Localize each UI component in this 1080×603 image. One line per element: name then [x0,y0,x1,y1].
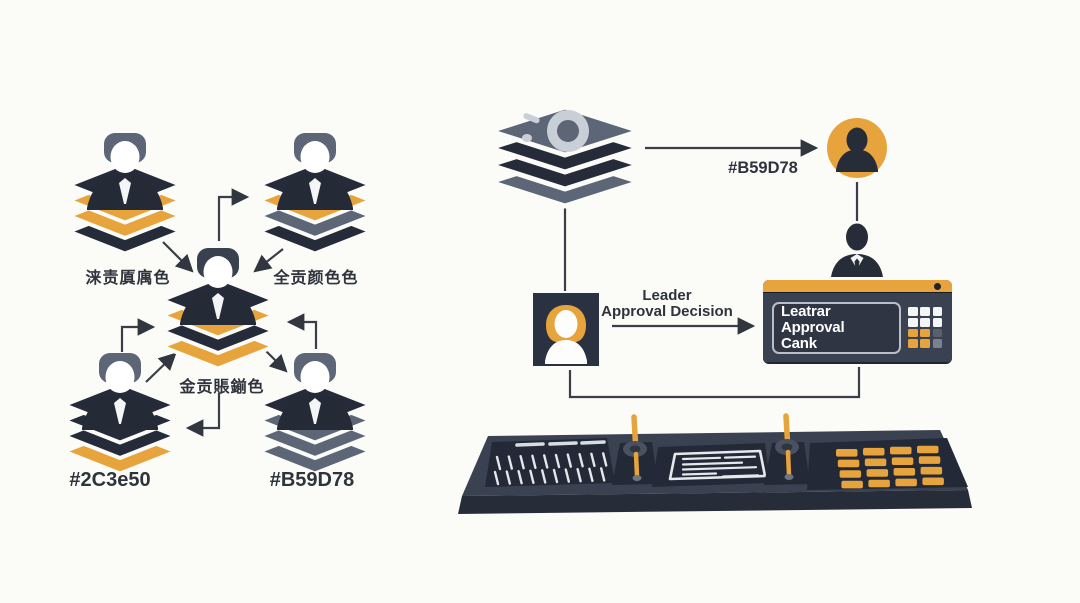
layer-stack-bottom-right [257,353,373,476]
panel-title-line1: Leatrar Approval [781,302,845,336]
layer-stack-center [160,248,276,371]
fader-dot-2 [784,474,794,480]
person-avatar-icon [277,133,353,210]
panel-title-line2: Cank [781,334,817,352]
node-label-hex-2c3e50: #2C3e50 [69,469,151,491]
pad-button [893,468,916,476]
pad-button [866,469,889,477]
panel-grid-cell [932,307,943,316]
panel-body: Leatrar Approval Cank [763,292,952,362]
node-label-top-left: 涞责厧庽色 [85,270,171,287]
pad-button [863,447,885,456]
leader-bust-icon [831,223,883,277]
panel-grid-cell [908,317,918,327]
layer-stack-bottom-left [62,353,178,476]
panel-button-grid [908,307,943,348]
pad-button [890,446,912,455]
decision-label-line2: Approval Decision [601,303,733,320]
pad-button [918,456,941,464]
requester-photo-tile [533,293,599,366]
node-label-center: 金贡賬鎆色 [179,379,265,396]
arrow-elbow-bottomright-to-center [286,313,318,349]
panel-grid-cell [932,328,943,338]
arrow-topleft-to-center [162,241,194,273]
console-screen-section [652,443,770,487]
pad-button [922,477,944,486]
decision-label-line1: Leader [642,287,692,304]
pad-button [868,479,890,488]
panel-grid-cell [920,307,930,316]
woman-avatar-icon [545,305,587,364]
pad-button [895,478,917,487]
panel-indicator-dot [934,283,941,290]
console-screen-frame [668,449,767,481]
pad-button [841,480,863,489]
fader-bank-dashes [515,440,606,447]
panel-grid-cell [932,339,943,348]
pad-button-grid [836,445,944,489]
arrow-center-to-bottomleft [185,393,221,437]
approver-avatar-circle [827,118,887,178]
ring-icon [547,110,589,152]
node-label-top-right: 全贡颜色色 [273,270,359,287]
pad-button [917,445,939,454]
panel-header-bar [763,280,952,292]
pad-button [839,470,862,478]
pad-button [864,458,887,467]
pad-button [891,457,914,465]
control-console [458,413,972,514]
person-avatar-icon [277,353,353,430]
pad-button [836,449,858,457]
fader-stick-1-lower [633,451,640,479]
panel-grid-cell [920,328,930,338]
fader-knob-2-center [781,443,793,451]
fader-dot-1 [632,475,642,481]
console-front-edge [458,490,972,514]
arrow-elbow-bottomleft-to-center [120,318,156,352]
arrow-hex-label: #B59D78 [728,159,798,177]
fader-knob-1-center [629,445,641,453]
fader-bank-ticks [493,452,608,486]
layer-stack-top-left [67,133,183,256]
panel-grid-cell [920,339,930,348]
fader-stick-2-lower [785,449,792,478]
ring-dash-icon [523,113,540,124]
approval-panel: Leatrar Approval Cank [763,280,952,364]
console-fader-bank [485,438,615,487]
panel-grid-cell [908,328,918,338]
node-label-hex-b59d78: #B59D78 [269,469,355,491]
arrow-topright-to-center [253,248,284,273]
panel-screen: Leatrar Approval Cank [772,301,901,354]
layers-stack-icon [487,104,643,209]
line-woman-to-panel [568,367,861,399]
person-icon [836,127,878,172]
pad-button [837,459,860,468]
ring-dot-icon [522,134,532,142]
decision-label: Leader Approval Decision [567,288,767,320]
panel-grid-cell [932,317,943,327]
arrow-elbow-to-topright [217,188,250,241]
panel-grid-cell [908,339,918,348]
console-screen-lines [681,455,760,478]
pad-button [920,466,943,475]
person-avatar-icon [180,248,256,325]
person-avatar-icon [82,353,158,430]
person-avatar-icon [87,133,163,210]
arrow-bottomleft-to-center [145,352,177,383]
panel-grid-cell [920,317,930,327]
layer-stack-top-right [257,133,373,256]
panel-grid-cell [908,307,918,316]
